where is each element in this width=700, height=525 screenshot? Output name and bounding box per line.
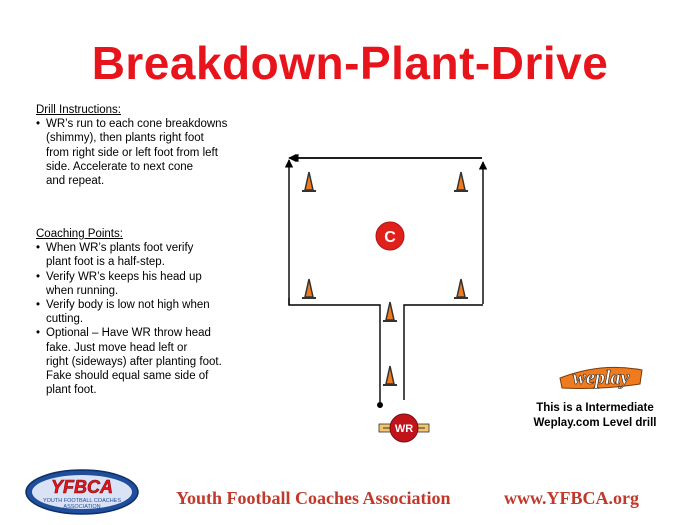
footer-website[interactable]: www.YFBCA.org [504,488,639,508]
wr-player-marker: WR [378,413,430,443]
level-line: This is a Intermediate [536,402,654,414]
coaching-point: Verify WR’s keeps his head up [36,270,276,284]
route-bottom-inner [403,304,483,400]
cone [302,171,316,192]
instruction-line: side. Accelerate to next cone [46,160,194,173]
cone [454,171,468,192]
cone [302,278,316,299]
wr-label: WR [395,423,413,435]
instruction-line: from right side or left foot from left [46,146,218,159]
cone [383,301,397,322]
level-note: This is a Intermediate Weplay.com Level … [520,401,670,431]
coaching-point-line: Fake should equal same side of [46,370,209,383]
weplay-logo-text: weplay [573,367,630,389]
instruction-line: (shimmy), then plants right foot [46,132,204,145]
logo-text: YFBCA [51,477,113,497]
coaching-point-line: plant foot is a half-step. [46,256,165,269]
coaching-point-line: right (sideways) after planting foot. [46,355,222,368]
coaching-point-line: fake. Just move head left or [46,341,188,354]
cone [454,278,468,299]
coach-label: C [384,229,396,246]
coaching-point: When WR’s plants foot verify [36,241,276,255]
coaching-heading: Coaching Points: [36,228,123,240]
instructions-heading: Drill Instructions: [36,104,121,116]
coaching-points: Coaching Points: When WR’s plants foot v… [36,227,276,397]
coaching-point: Verify body is low not high when [36,298,276,312]
instruction-line: and repeat. [46,175,105,188]
logo-sub: ASSOCIATION [63,504,100,510]
yfbca-logo: YFBCA YOUTH FOOTBALL COACHES ASSOCIATION [25,469,139,515]
coaching-point: Optional – Have WR throw head [36,326,276,340]
coach-marker: C [375,221,405,251]
drill-instructions: Drill Instructions: WR’s run to each con… [36,103,276,188]
coaching-point-line: plant foot. [46,384,97,397]
cone [383,365,397,386]
coaching-point-line: cutting. [46,313,84,326]
weplay-logo: weplay [559,367,643,389]
footer-association: Youth Football Coaches Association [176,488,451,508]
coaching-point-line: when running. [46,284,119,297]
route-start [284,159,381,404]
instruction-line: WR’s run to each cone breakdowns [36,117,276,131]
page-title: Breakdown-Plant-Drive [91,37,609,89]
route-start-dot [377,402,383,408]
logo-sub: YOUTH FOOTBALL COACHES [43,498,121,504]
level-line: Weplay.com Level drill [533,417,657,429]
